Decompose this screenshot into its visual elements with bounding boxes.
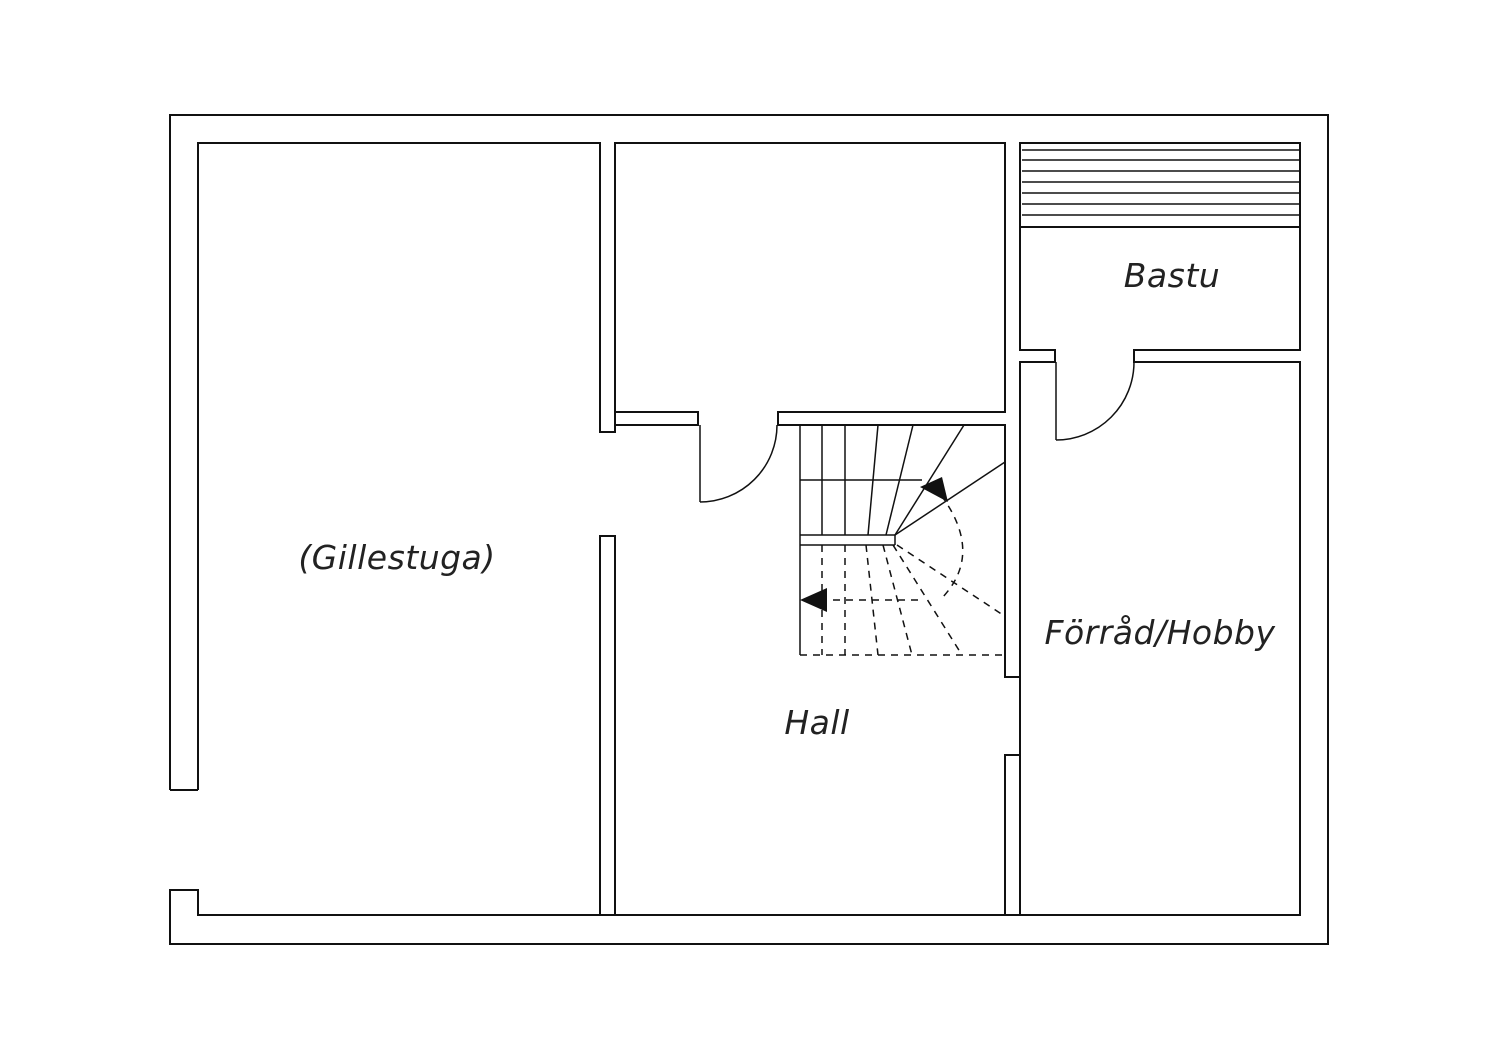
door-storage xyxy=(699,424,778,503)
room-label-forrad-hobby: Förråd/Hobby xyxy=(1044,613,1275,652)
staircase xyxy=(799,424,1006,656)
room-label-hall: Hall xyxy=(784,703,849,742)
gillestuga-wall xyxy=(197,536,601,916)
room-label-bastu: Bastu xyxy=(1124,256,1220,295)
stair-arrow-down-icon xyxy=(800,588,827,612)
stair-arrow-up-icon xyxy=(920,477,948,502)
room-label-gillestuga: (Gillestuga) xyxy=(298,538,495,577)
bastu-benches xyxy=(1020,149,1300,228)
outer-wall xyxy=(169,114,1329,945)
door-bastu xyxy=(1055,361,1135,441)
